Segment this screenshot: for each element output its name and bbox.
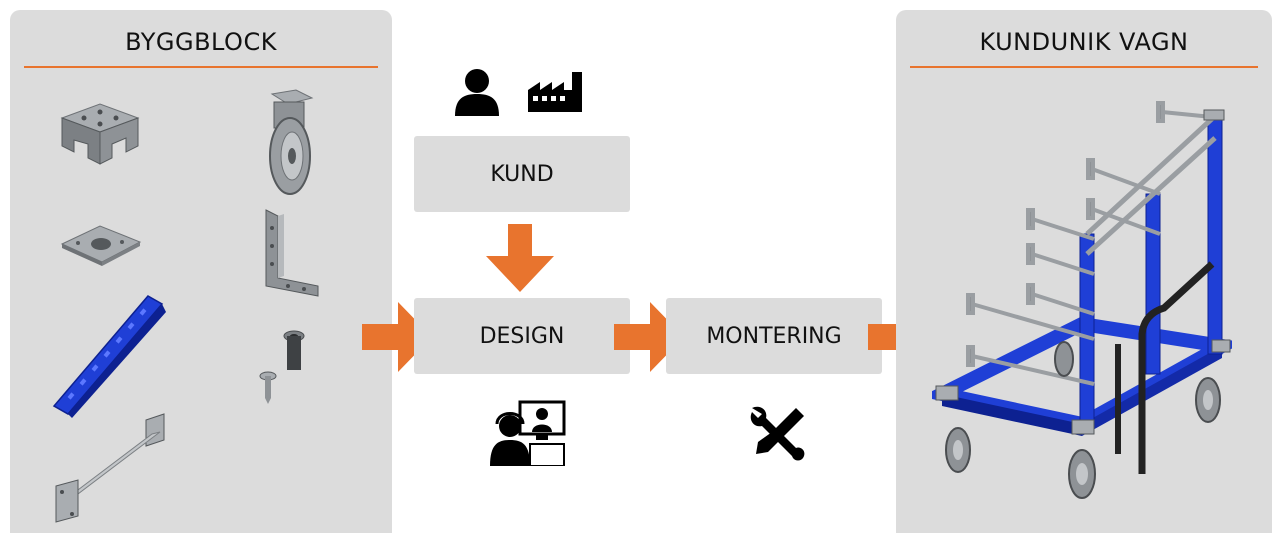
- angle-bracket-part: [265, 209, 319, 297]
- arrow-down-to-design: [486, 224, 554, 292]
- base-plate-part: [60, 225, 142, 266]
- factory-icon: [528, 72, 582, 112]
- blue-profile-part: [52, 295, 166, 418]
- design-box: DESIGN: [414, 298, 630, 374]
- custom-cart-image: [932, 101, 1232, 499]
- assembly-label: MONTERING: [706, 323, 842, 349]
- assembly-box: MONTERING: [666, 298, 882, 374]
- building-blocks-title: BYGGBLOCK: [125, 28, 277, 56]
- design-label: DESIGN: [479, 323, 565, 349]
- caster-wheel-part: [269, 89, 314, 195]
- screw-fastener-part: [259, 330, 305, 404]
- custom-cart-panel: KUNDUNIK VAGN: [896, 10, 1272, 533]
- custom-cart-title: KUNDUNIK VAGN: [979, 28, 1189, 56]
- wrench-screwdriver-icon: [750, 406, 805, 461]
- title-divider: [24, 66, 378, 68]
- corner-bracket-part: [60, 103, 140, 165]
- title-divider: [910, 66, 1258, 68]
- person-icon: [455, 69, 499, 116]
- building-blocks-panel: BYGGBLOCK: [10, 10, 392, 533]
- customer-box: KUND: [414, 136, 630, 212]
- customer-label: KUND: [490, 161, 554, 187]
- tube-with-flanges-part: [55, 413, 165, 523]
- designer-at-computer-icon: [490, 400, 566, 466]
